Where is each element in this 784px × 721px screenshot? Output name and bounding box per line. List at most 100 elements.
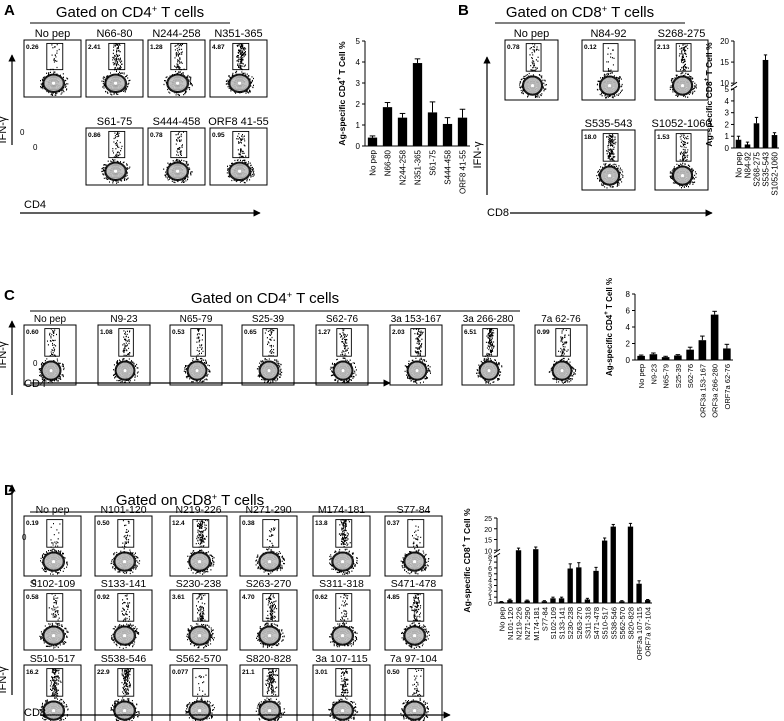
contour-ring (605, 171, 614, 180)
bar (576, 567, 582, 603)
x-axis-zero: 0 (33, 359, 38, 368)
contour-ring (557, 366, 567, 375)
contour-ring (266, 558, 274, 565)
contour-ring (263, 630, 276, 641)
contour-ring (404, 552, 425, 571)
contour-ring (410, 557, 420, 566)
contour-ring (50, 632, 58, 639)
outlier-events (596, 162, 624, 189)
contour-ring (111, 79, 121, 88)
gate-percentage: 21.1 (242, 669, 255, 676)
plot-title: S820-828 (246, 653, 292, 665)
bar (367, 137, 378, 146)
contour-ring (333, 553, 352, 570)
y-tick-label: 1 (725, 132, 730, 141)
contour-ring (525, 78, 540, 93)
x-axis-label: CD4 (24, 378, 46, 390)
contour-ring (410, 364, 424, 377)
contour-ring (43, 363, 59, 378)
contour-ring (408, 556, 421, 567)
y-axis-label: IFN-γ (0, 666, 9, 693)
gate-title-suffix: T cells (157, 4, 204, 21)
gate-percentage: 1.53 (657, 134, 670, 141)
gate-box (262, 328, 278, 357)
outlier-events (40, 71, 69, 97)
gate-box (232, 130, 250, 159)
contour-ring (265, 631, 275, 640)
x-axis-label: CD8 (24, 707, 46, 719)
gate-percentage: 0.58 (26, 594, 39, 601)
gate-box (262, 519, 280, 548)
y-tick-label: 4 (725, 97, 730, 106)
contour-ring (555, 364, 569, 377)
contour-ring (599, 76, 620, 95)
flow-plot: 0.26 (23, 39, 82, 98)
flow-plot-frame (169, 664, 228, 721)
contour-ring (236, 80, 244, 87)
contour-ring (671, 165, 694, 186)
gate-title-suffix: T cells (607, 4, 654, 21)
gated-events (558, 329, 570, 357)
contour-ring (340, 633, 346, 638)
gate-title-suffix: T cells (292, 290, 339, 307)
outlier-events (101, 70, 131, 96)
contour-ring (599, 166, 620, 185)
y-tick-label: 25 (484, 516, 492, 523)
y-tick-label: 5 (488, 572, 492, 579)
plot-title: No pep (36, 504, 70, 516)
contour-ring (266, 632, 274, 639)
contour-ring (42, 551, 66, 572)
contour-ring (678, 81, 687, 90)
contour-ring (411, 632, 419, 639)
gate-title: Gated on CD4+ T cells (191, 290, 339, 307)
contour-ring (482, 364, 496, 377)
outlier-events (187, 549, 215, 575)
contour-ring (122, 559, 128, 564)
contour-ring (44, 627, 63, 644)
category-label: ORF3a 107-115 (635, 607, 644, 660)
contour-ring (675, 78, 690, 93)
axis-break-mark (493, 548, 501, 554)
contour-ring (677, 170, 688, 181)
outlier-events (255, 548, 285, 576)
category-label: N9-23 (649, 364, 658, 384)
bar (515, 550, 522, 603)
contour-ring (411, 365, 423, 376)
contour-ring (334, 362, 352, 379)
bar (753, 123, 760, 148)
outlier-events (476, 357, 503, 385)
contour-ring (262, 555, 277, 568)
contour-ring (602, 78, 617, 93)
contour-ring (263, 365, 275, 376)
y-tick-label: 5 (356, 37, 361, 46)
category-label: ORF7a 97-104 (644, 607, 653, 657)
bar (457, 117, 468, 146)
contour-ring (680, 173, 685, 178)
outlier-events (401, 622, 430, 649)
flow-plot: 3.01 (312, 664, 371, 721)
plot-title: S230-238 (176, 578, 222, 590)
flow-plot: 0.78 (504, 39, 559, 101)
y-label-prefix: Ag-specific CD4 (605, 314, 614, 376)
plot-title: S535-543 (585, 118, 633, 130)
contour-ring (264, 366, 274, 375)
category-label: S133-141 (558, 607, 567, 640)
contour-ring (169, 76, 186, 91)
contour-ring (196, 632, 204, 639)
flow-plot: 4.87 (209, 39, 268, 98)
plot-title: No pep (34, 314, 67, 325)
outlier-events (400, 548, 430, 575)
gated-events (413, 327, 424, 357)
contour-ring (196, 707, 204, 714)
contour-ring (259, 361, 279, 380)
contour-ring (604, 80, 615, 91)
bar (735, 139, 742, 148)
gated-events (409, 592, 422, 622)
contour-ring (230, 75, 249, 91)
plot-title: No pep (35, 28, 70, 40)
contour-ring (47, 367, 55, 374)
category-label: N66-80 (384, 149, 393, 176)
bar (507, 600, 513, 603)
contour-ring (260, 627, 279, 644)
